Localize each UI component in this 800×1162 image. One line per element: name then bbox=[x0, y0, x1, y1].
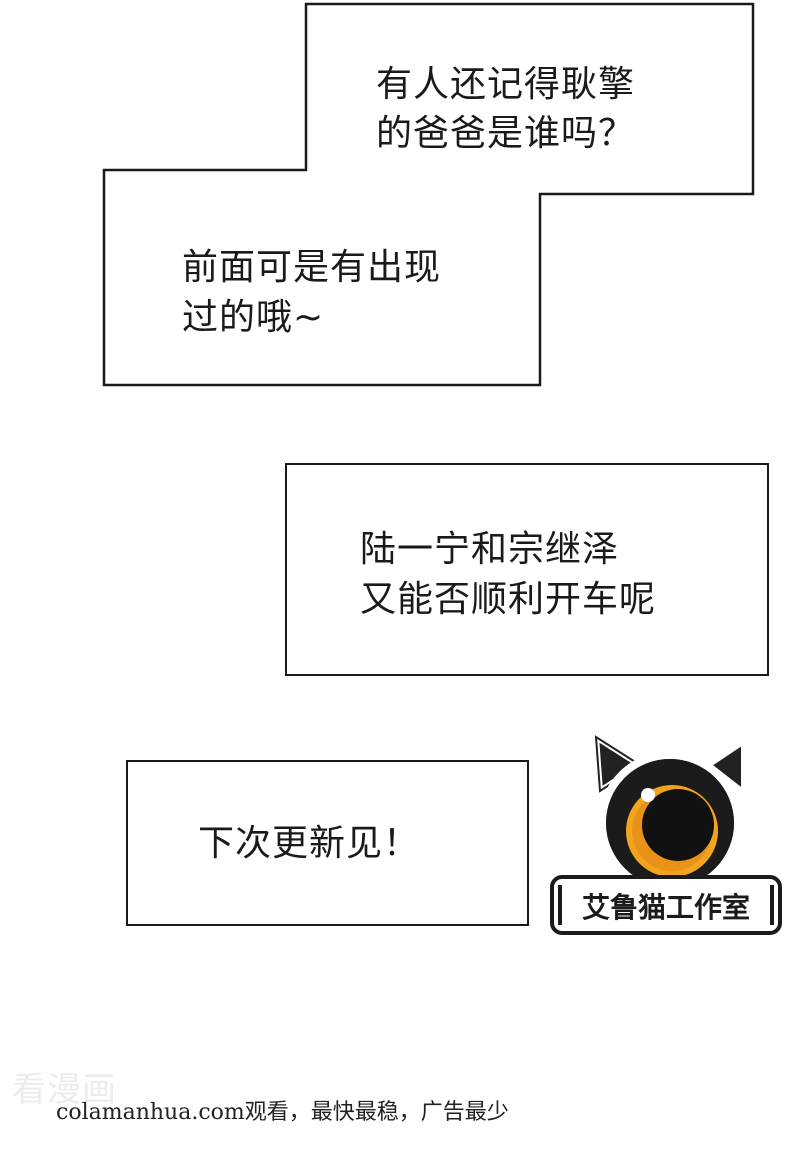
caption-line-3: 前面可是有出现 bbox=[182, 247, 442, 288]
caption-line-7: 下次更新见！ bbox=[198, 823, 421, 864]
logo-text: 艾鲁猫工作室 bbox=[582, 891, 750, 924]
watermark: 看漫画 bbox=[12, 1070, 117, 1110]
caption-line-1: 有人还记得耿擎 bbox=[376, 64, 636, 105]
stepped-caption-box bbox=[102, 2, 755, 387]
caption-line-4: 过的哦~ bbox=[182, 297, 325, 338]
site-footer: colamanhua.com观看，最快最稳，广告最少 bbox=[56, 1100, 509, 1125]
black-cat-icon: 艾鲁猫工作室 bbox=[550, 734, 782, 935]
caption-box-2 bbox=[285, 463, 769, 676]
caption-box-3 bbox=[126, 760, 529, 926]
studio-logo: 艾鲁猫工作室 bbox=[548, 734, 784, 940]
caption-line-2: 的爸爸是谁吗？ bbox=[376, 113, 636, 154]
caption-line-5: 陆一宁和宗继泽 bbox=[360, 529, 620, 570]
caption-line-6: 又能否顺利开车呢 bbox=[360, 579, 657, 620]
